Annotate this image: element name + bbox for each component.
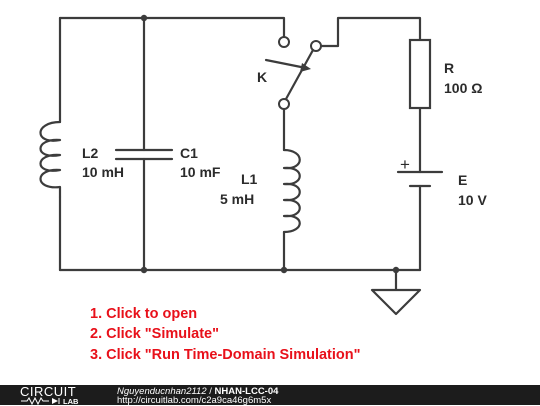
r-ref-label: R — [444, 60, 454, 76]
switch-k[interactable] — [264, 36, 322, 110]
l2-value-label: 10 mH — [82, 164, 124, 180]
battery-plus-sign: + — [400, 155, 410, 174]
instruction-1: 1. Click to open — [90, 306, 197, 322]
capacitor-c1[interactable] — [114, 148, 174, 161]
author-name[interactable]: Nguyenducnhan2112 — [117, 386, 207, 397]
switch-arrow-shaft — [264, 58, 308, 70]
junction-dot — [280, 266, 288, 274]
l2-coil — [39, 120, 62, 199]
l1-value-label: 5 mH — [220, 191, 254, 207]
resistor-body — [408, 38, 432, 110]
junction-dot — [140, 266, 148, 274]
circuitlab-logo-text: CIRCUIT — [20, 384, 77, 399]
l2-ref-label: L2 — [82, 145, 99, 161]
c1-ref-label: C1 — [180, 145, 198, 161]
ground-triangle — [370, 288, 422, 316]
inductor-l1[interactable] — [282, 148, 301, 234]
circuit-name[interactable]: NHAN-LCC-04 — [214, 386, 279, 397]
switch-blade — [284, 48, 315, 101]
junctions — [140, 14, 400, 274]
author-separator: / — [206, 386, 215, 397]
junction-dot — [140, 14, 148, 22]
switch-arrow-head — [300, 63, 311, 72]
logo-lab-text: LAB — [63, 396, 79, 406]
wire-top-left — [58, 16, 286, 38]
e-ref-label: E — [458, 172, 467, 188]
e-value-label: 10 V — [458, 192, 487, 208]
ground-symbol — [370, 288, 422, 316]
circuit-url-link[interactable]: http://circuitlab.com/c2a9ca46g6m5x — [117, 395, 272, 406]
circuitlab-logo-sub: LAB — [21, 396, 79, 406]
r-value-label: 100 Ω — [444, 80, 482, 96]
c1-value-label: 10 mF — [180, 164, 221, 180]
footer-bar: CIRCUIT LAB Nguyenducnhan2112 / NHAN-LCC… — [0, 384, 540, 406]
circuit-schematic: + L2 10 mH C1 10 mF K L1 5 mH R 100 Ω E … — [39, 14, 487, 363]
wire-switch-top-right — [314, 16, 422, 48]
junction-dot — [392, 266, 400, 274]
l1-coil — [282, 148, 301, 234]
logo-resistor-icon — [21, 397, 49, 405]
battery-e[interactable]: + — [396, 155, 444, 188]
logo-diode-icon — [52, 398, 60, 404]
instruction-2: 2. Click "Simulate" — [90, 326, 219, 342]
k-ref-label: K — [257, 69, 267, 85]
inductor-l2[interactable] — [39, 120, 62, 199]
switch-terminal-bottom — [278, 98, 290, 110]
switch-terminal-top — [278, 36, 290, 48]
wires — [58, 16, 422, 292]
l1-ref-label: L1 — [241, 171, 258, 187]
footer-author-line: Nguyenducnhan2112 / NHAN-LCC-04 — [117, 386, 278, 397]
instruction-3: 3. Click "Run Time-Domain Simulation" — [90, 347, 361, 363]
switch-terminal-right — [310, 40, 322, 52]
resistor-r[interactable] — [408, 38, 432, 110]
